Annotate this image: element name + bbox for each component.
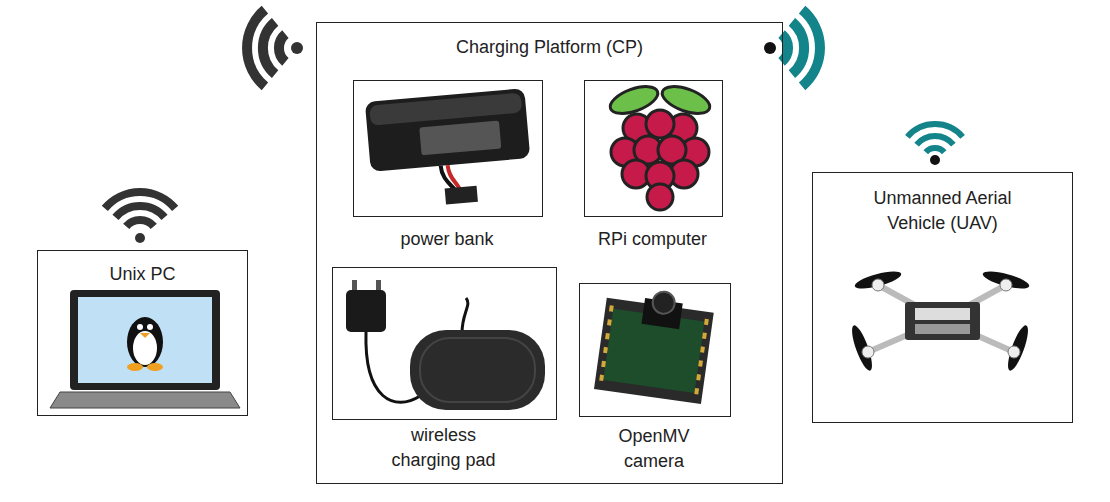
box-title: Unmanned Aerial Vehicle (UAV) <box>855 186 1030 236</box>
component-box: RPi computer <box>584 80 723 217</box>
component-box: Unmanned Aerial Vehicle (UAV) <box>812 172 1073 423</box>
box-title: Charging Platform (CP) <box>330 35 770 60</box>
component-caption: wireless charging pad <box>381 423 506 473</box>
camera-illustration <box>594 284 716 404</box>
wifi-symbol <box>247 10 303 87</box>
box-title: Unix PC <box>48 262 238 287</box>
component-box: wireless charging pad <box>332 267 557 420</box>
component-caption: power bank <box>357 227 537 252</box>
component-box: power bank <box>353 80 543 217</box>
caption-holder: wireless charging pad <box>381 423 506 473</box>
laptop-illustration <box>50 290 240 408</box>
platform-box: Charging Platform (CP)power bankRPi comp… <box>316 22 783 484</box>
wifi-symbol <box>907 124 962 165</box>
battery-illustration <box>365 88 534 211</box>
caption-holder: RPi computer <box>568 227 738 252</box>
caption-holder: power bank <box>357 227 537 252</box>
caption-holder: OpenMV camera <box>599 424 709 474</box>
charging-pad-illustration <box>346 280 545 410</box>
drone-illustration <box>848 268 1032 373</box>
component-caption: RPi computer <box>568 227 738 252</box>
component-box: OpenMV camera <box>579 283 731 417</box>
wifi-symbol <box>105 192 175 243</box>
raspberry-logo <box>607 81 714 210</box>
component-box: Unix PC <box>37 250 248 416</box>
component-caption: OpenMV camera <box>599 424 709 474</box>
